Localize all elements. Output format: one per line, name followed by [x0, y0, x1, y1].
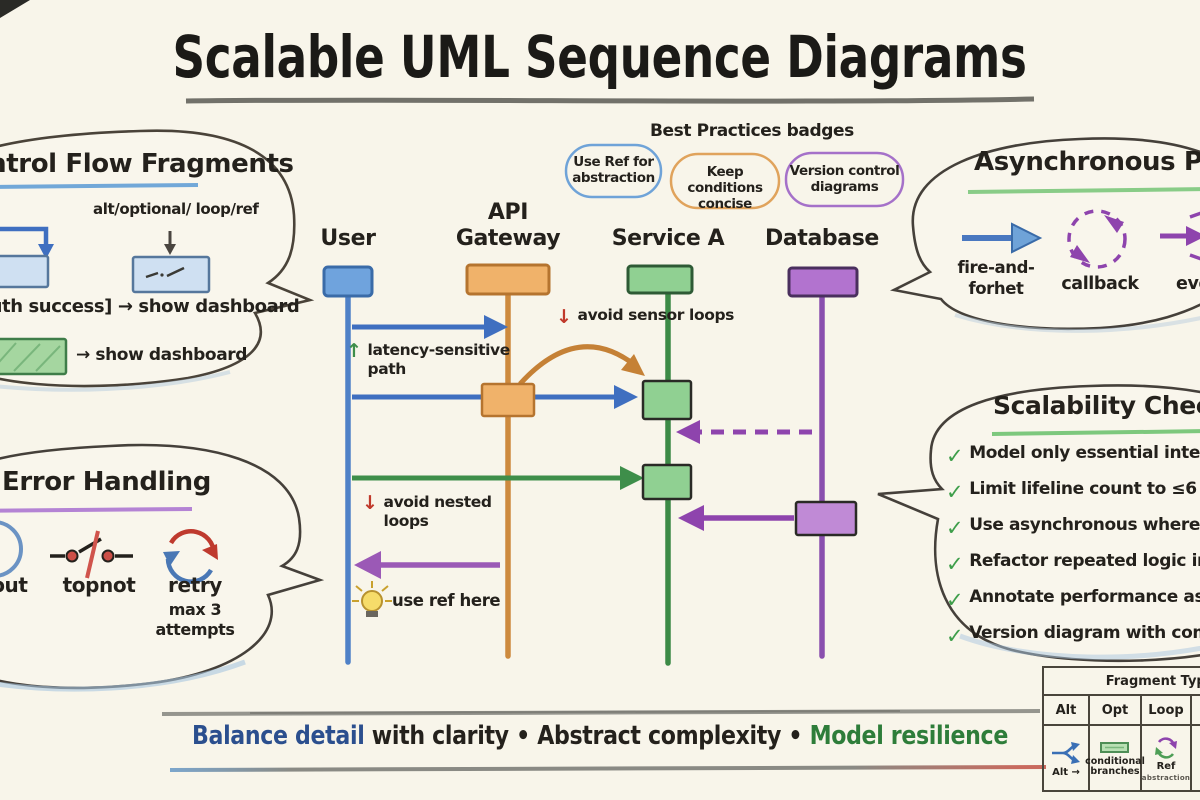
head-box-api-gateway [465, 263, 551, 296]
tagline-middle: with clarity • Abstract complexity • [364, 721, 810, 751]
checklist-item: ✓ Version diagram with commi [946, 623, 1200, 648]
corner-mark [0, 0, 30, 18]
lifeline-label-api-gateway: API Gateway [455, 200, 561, 251]
page-title-wrap: Scalable UML Sequence Diagrams [0, 24, 1200, 91]
annotation-sensor-loops: ↓ avoid sensor loops [556, 306, 734, 328]
sequence-diagram [322, 263, 859, 666]
check-icon: ✓ [946, 624, 964, 648]
annotation-latency-path: ↑ latency-sensitive path [346, 340, 510, 378]
dashed-return-database-to-service [676, 420, 812, 444]
lifeline-label-user: User [320, 226, 376, 251]
message-user-to-service-green [352, 466, 644, 490]
badge-outlines [564, 143, 905, 210]
fire-and-forget-label: fire-and- forhet [957, 258, 1035, 298]
annotation-nested-loops: ↓ avoid nested loops [362, 492, 492, 530]
dashed-cycle-icon [1067, 209, 1127, 269]
badge-keep-conditions: Keep conditions concise [687, 164, 763, 212]
control-flow-fragment-label: alt/optional/ loop/ref [93, 200, 259, 218]
tagline-rules [161, 709, 1047, 772]
activation-service-2 [641, 463, 693, 501]
checklist-item: ✓ Model only essential interact [946, 443, 1200, 468]
message-user-to-gateway [352, 315, 508, 339]
lifeline-label-database: Database [765, 226, 879, 251]
lightbulb-icon [352, 581, 392, 617]
fragment-types-table: Fragment Types Alt Opt Loop Ref Alt → co… [1042, 666, 1200, 792]
retry-loop-icon [163, 529, 218, 584]
checklist-item: ✓ Refactor repeated logic into [946, 551, 1200, 576]
timeout-label: timeout [0, 573, 28, 597]
tagline-resilience: Model resilience [809, 721, 1009, 751]
head-box-user [322, 265, 374, 298]
control-flow-title: Control Flow Fragments [0, 149, 294, 179]
opt-fragment-icon [1100, 741, 1129, 753]
cell-loop: Ref abstraction [1142, 726, 1192, 790]
loop-cycle-icon [1155, 737, 1177, 759]
async-underline [967, 187, 1200, 194]
branch-arrows-icon [1052, 741, 1080, 764]
message-database-to-service [678, 505, 794, 531]
fragment-table-title: Fragment Types [1044, 668, 1200, 696]
checklist-item: ✓ Annotate performance assum [946, 587, 1200, 612]
retry-label: retry [168, 573, 222, 597]
down-arrow-icon: ↓ [556, 306, 572, 328]
tagline-balance: Balance detail [192, 721, 365, 751]
control-flow-case1: [auth success] → show dashboard [0, 296, 300, 317]
badge-version-control: Version control diagrams [789, 163, 900, 195]
checklist-item: ✓ Limit lifeline count to ≤6 [946, 479, 1197, 504]
error-handling-title: Error Handling [2, 467, 211, 497]
error-handling-bubble [0, 443, 325, 692]
check-icon: ✓ [946, 552, 964, 576]
col-header-loop: Loop [1142, 696, 1192, 724]
page-title: Scalable UML Sequence Diagrams [172, 23, 1028, 91]
checklist-underline [991, 429, 1200, 436]
fragment-box-left [0, 254, 50, 289]
check-icon: ✓ [946, 516, 964, 540]
curved-message-gateway-to-service [518, 344, 645, 386]
activation-gateway [480, 382, 536, 418]
title-underline [185, 96, 1035, 104]
breaker-label: topnot [62, 573, 136, 597]
fragment-box-green [0, 337, 68, 376]
message-gateway-to-user [354, 551, 500, 579]
head-box-database [787, 266, 859, 298]
col-header-opt: Opt [1090, 696, 1142, 724]
control-flow-case2: → show dashboard [76, 345, 248, 365]
solid-arrow-icon [962, 222, 1043, 254]
control-flow-bubble [0, 129, 315, 392]
badge-use-ref: Use Ref for abstraction [572, 154, 655, 186]
down-arrow-icon: ↓ [362, 492, 378, 514]
callback-label: callback [1061, 274, 1139, 294]
async-patterns-bubble [889, 137, 1200, 333]
badges-heading: Best Practices badges [650, 121, 854, 141]
lifeline-label-service-a: Service A [611, 226, 725, 251]
activation-database [794, 500, 858, 537]
check-icon: ✓ [946, 480, 964, 504]
error-handling-underline [0, 507, 193, 513]
cell-alt: Alt → [1044, 726, 1090, 790]
col-header-alt: Alt [1044, 696, 1090, 724]
control-flow-underline [0, 183, 199, 189]
checklist-bubble [877, 384, 1200, 663]
loopback-arrow-icon [0, 226, 49, 247]
col-header-ref: Ref [1192, 696, 1200, 724]
async-patterns-title: Asynchronous Patterns [974, 147, 1200, 177]
event-arrow-icon [1160, 211, 1200, 261]
timeout-circle-icon [0, 520, 23, 578]
up-arrow-icon: ↑ [346, 340, 362, 362]
annotation-use-ref: use ref here [392, 591, 501, 610]
activation-service-1 [641, 379, 693, 421]
head-box-service-a [626, 264, 694, 295]
event-label: event [1176, 274, 1200, 294]
check-icon: ✓ [946, 588, 964, 612]
cell-opt: conditional branches [1085, 726, 1145, 790]
retry-sub-label: max 3 attempts [155, 600, 235, 639]
checklist-title: Scalability Checklist [993, 391, 1200, 420]
circuit-breaker-icon [50, 530, 133, 579]
check-icon: ✓ [946, 444, 964, 468]
checklist-item: ✓ Use asynchronous where pos [946, 515, 1200, 540]
tagline-wrap: Balance detail with clarity • Abstract c… [0, 721, 1200, 752]
